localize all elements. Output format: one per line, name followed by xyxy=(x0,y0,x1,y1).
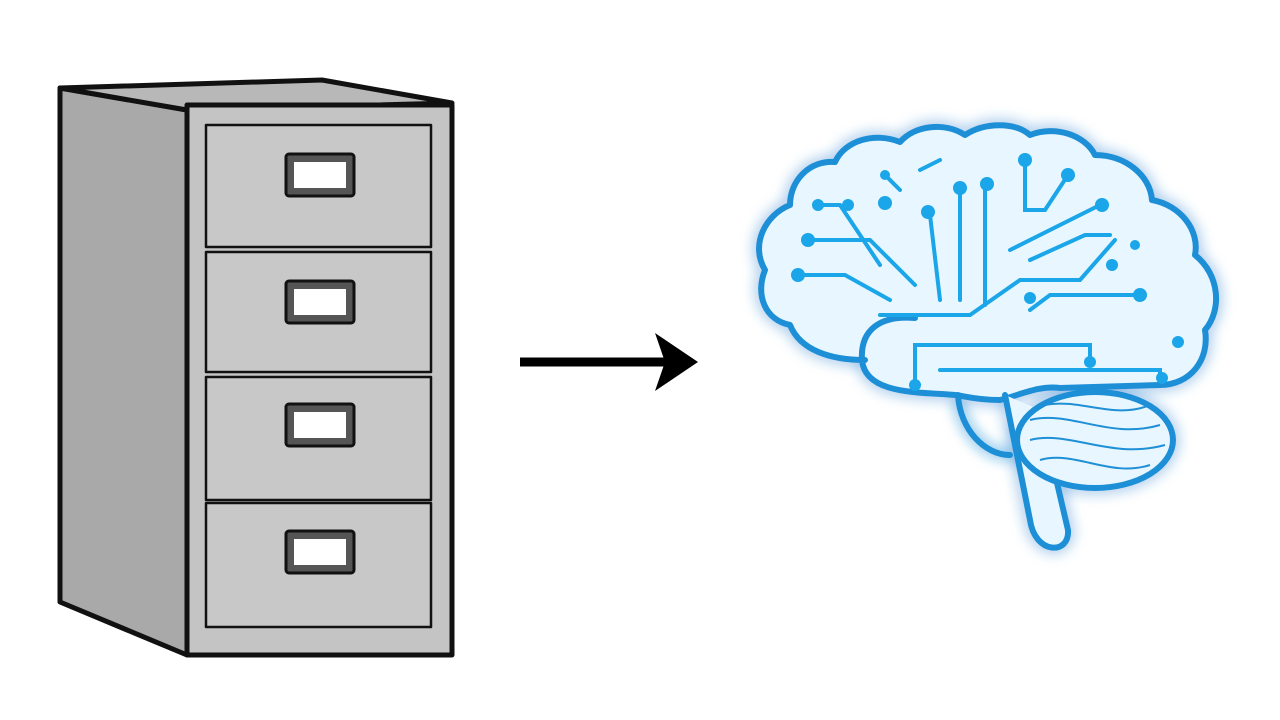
filing-cabinet-icon xyxy=(57,77,455,658)
circuit-lines xyxy=(798,158,1162,387)
cabinet-side xyxy=(57,85,190,658)
pons xyxy=(955,392,1013,458)
arrow-right-icon xyxy=(520,333,698,391)
cerebellum xyxy=(1014,389,1176,491)
cerebrum-outline xyxy=(756,122,1220,403)
cerebellum-folds xyxy=(1029,402,1166,470)
circuit-nodes xyxy=(791,153,1184,391)
brain-circuit-icon xyxy=(756,122,1220,551)
